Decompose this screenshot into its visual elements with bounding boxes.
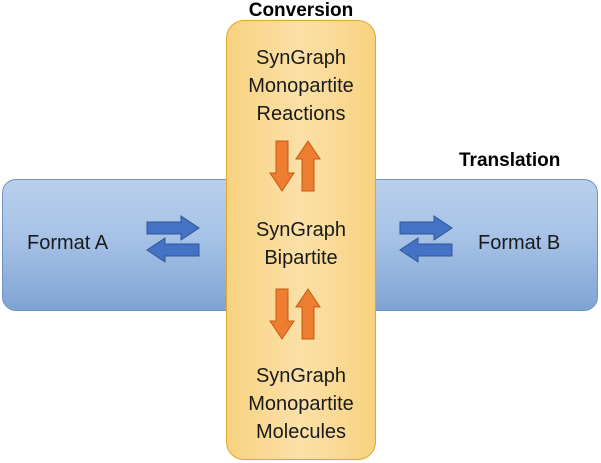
node-line: Monopartite — [248, 393, 354, 415]
double-vertical-arrows-icon — [269, 140, 321, 192]
format-a-label: Format A — [27, 232, 109, 254]
node-monopartite-reactions: SynGraph Monopartite Reactions — [226, 44, 376, 128]
format-b-label: Format B — [478, 232, 561, 254]
node-bipartite: SynGraph Bipartite — [226, 216, 376, 272]
node-line: SynGraph — [255, 365, 347, 387]
double-horizontal-arrows-icon — [146, 215, 200, 263]
double-horizontal-arrows-icon — [399, 215, 453, 263]
node-monopartite-molecules: SynGraph Monopartite Molecules — [226, 362, 376, 446]
translation-title: Translation — [459, 150, 561, 171]
node-line: Monopartite — [248, 75, 354, 97]
conversion-band — [226, 20, 376, 460]
double-vertical-arrows-icon — [269, 288, 321, 340]
node-line: Molecules — [255, 421, 347, 443]
node-line: SynGraph — [255, 47, 347, 69]
node-line: Reactions — [256, 103, 346, 125]
node-line: SynGraph — [255, 219, 347, 241]
node-line: Bipartite — [264, 247, 338, 269]
conversion-title: Conversion — [248, 0, 354, 21]
